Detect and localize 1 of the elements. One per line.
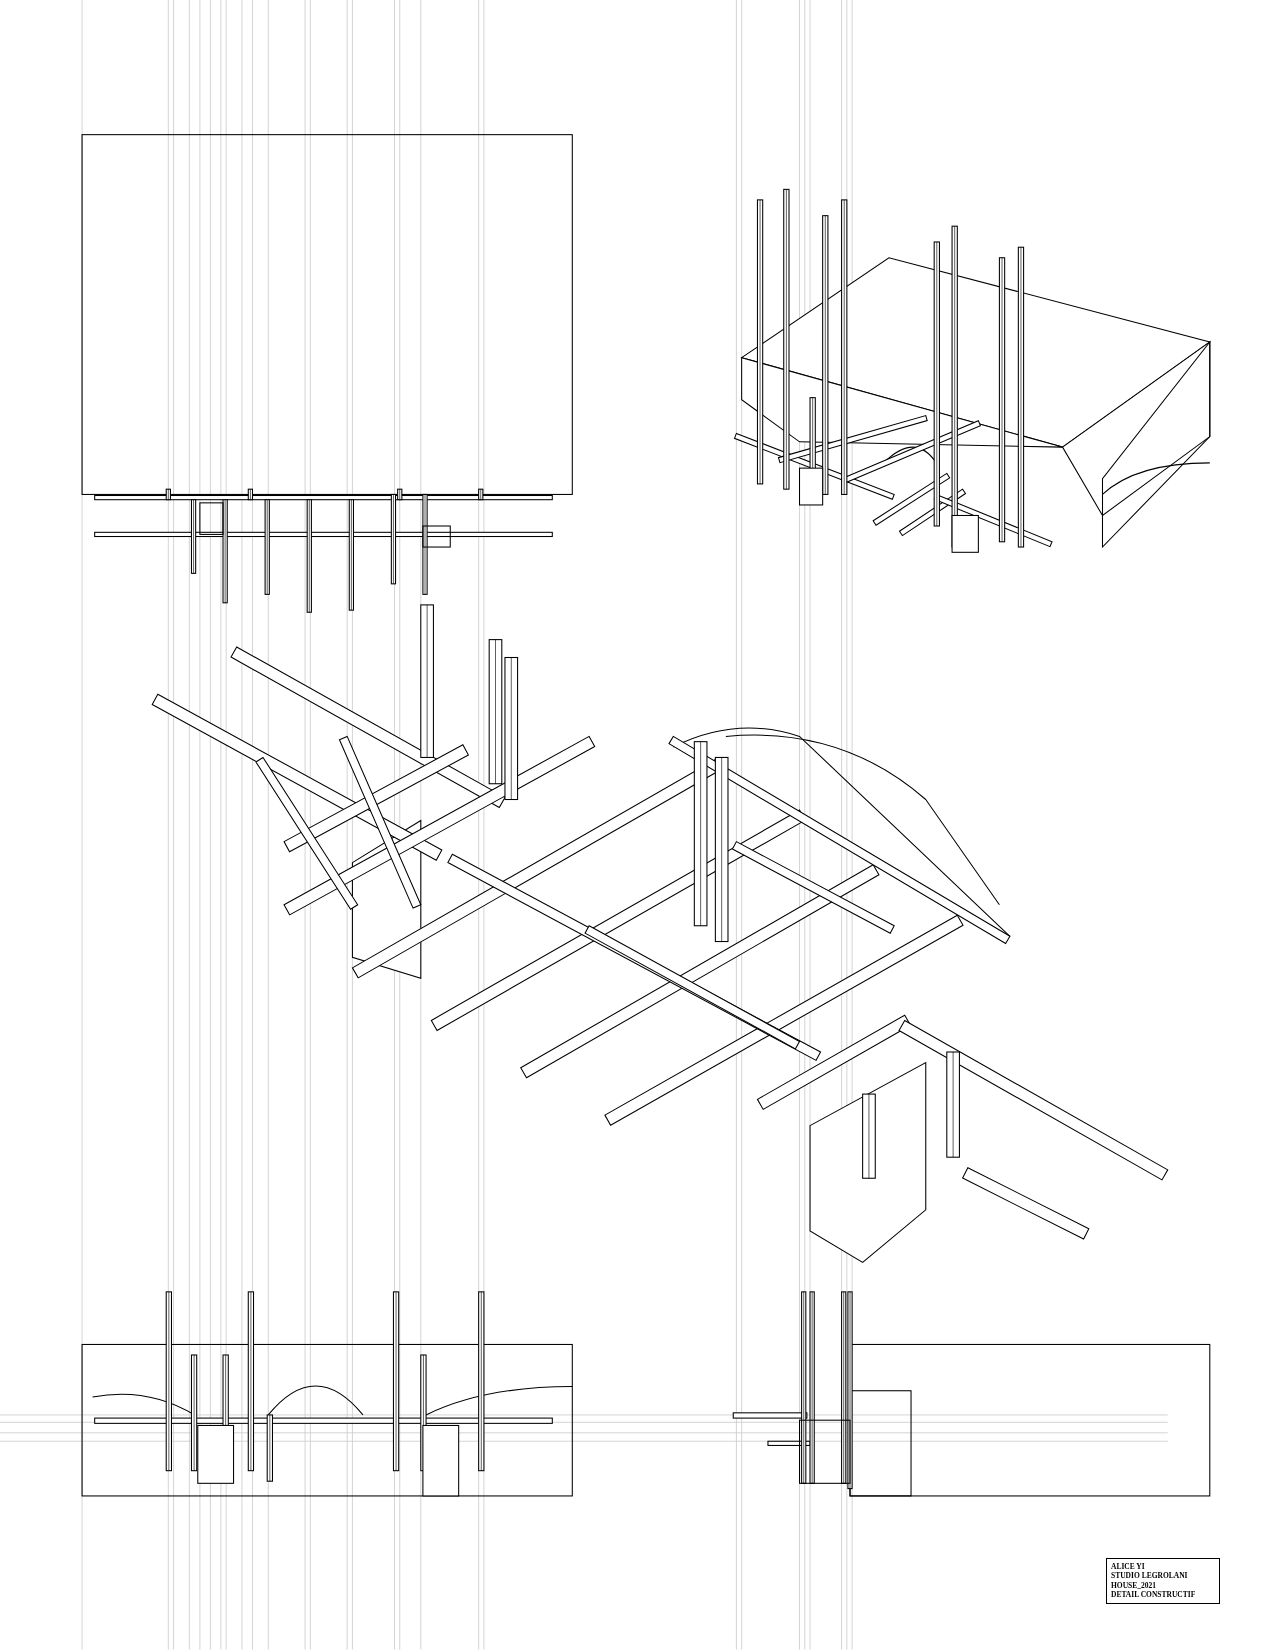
title-block <box>1106 1558 1220 1604</box>
